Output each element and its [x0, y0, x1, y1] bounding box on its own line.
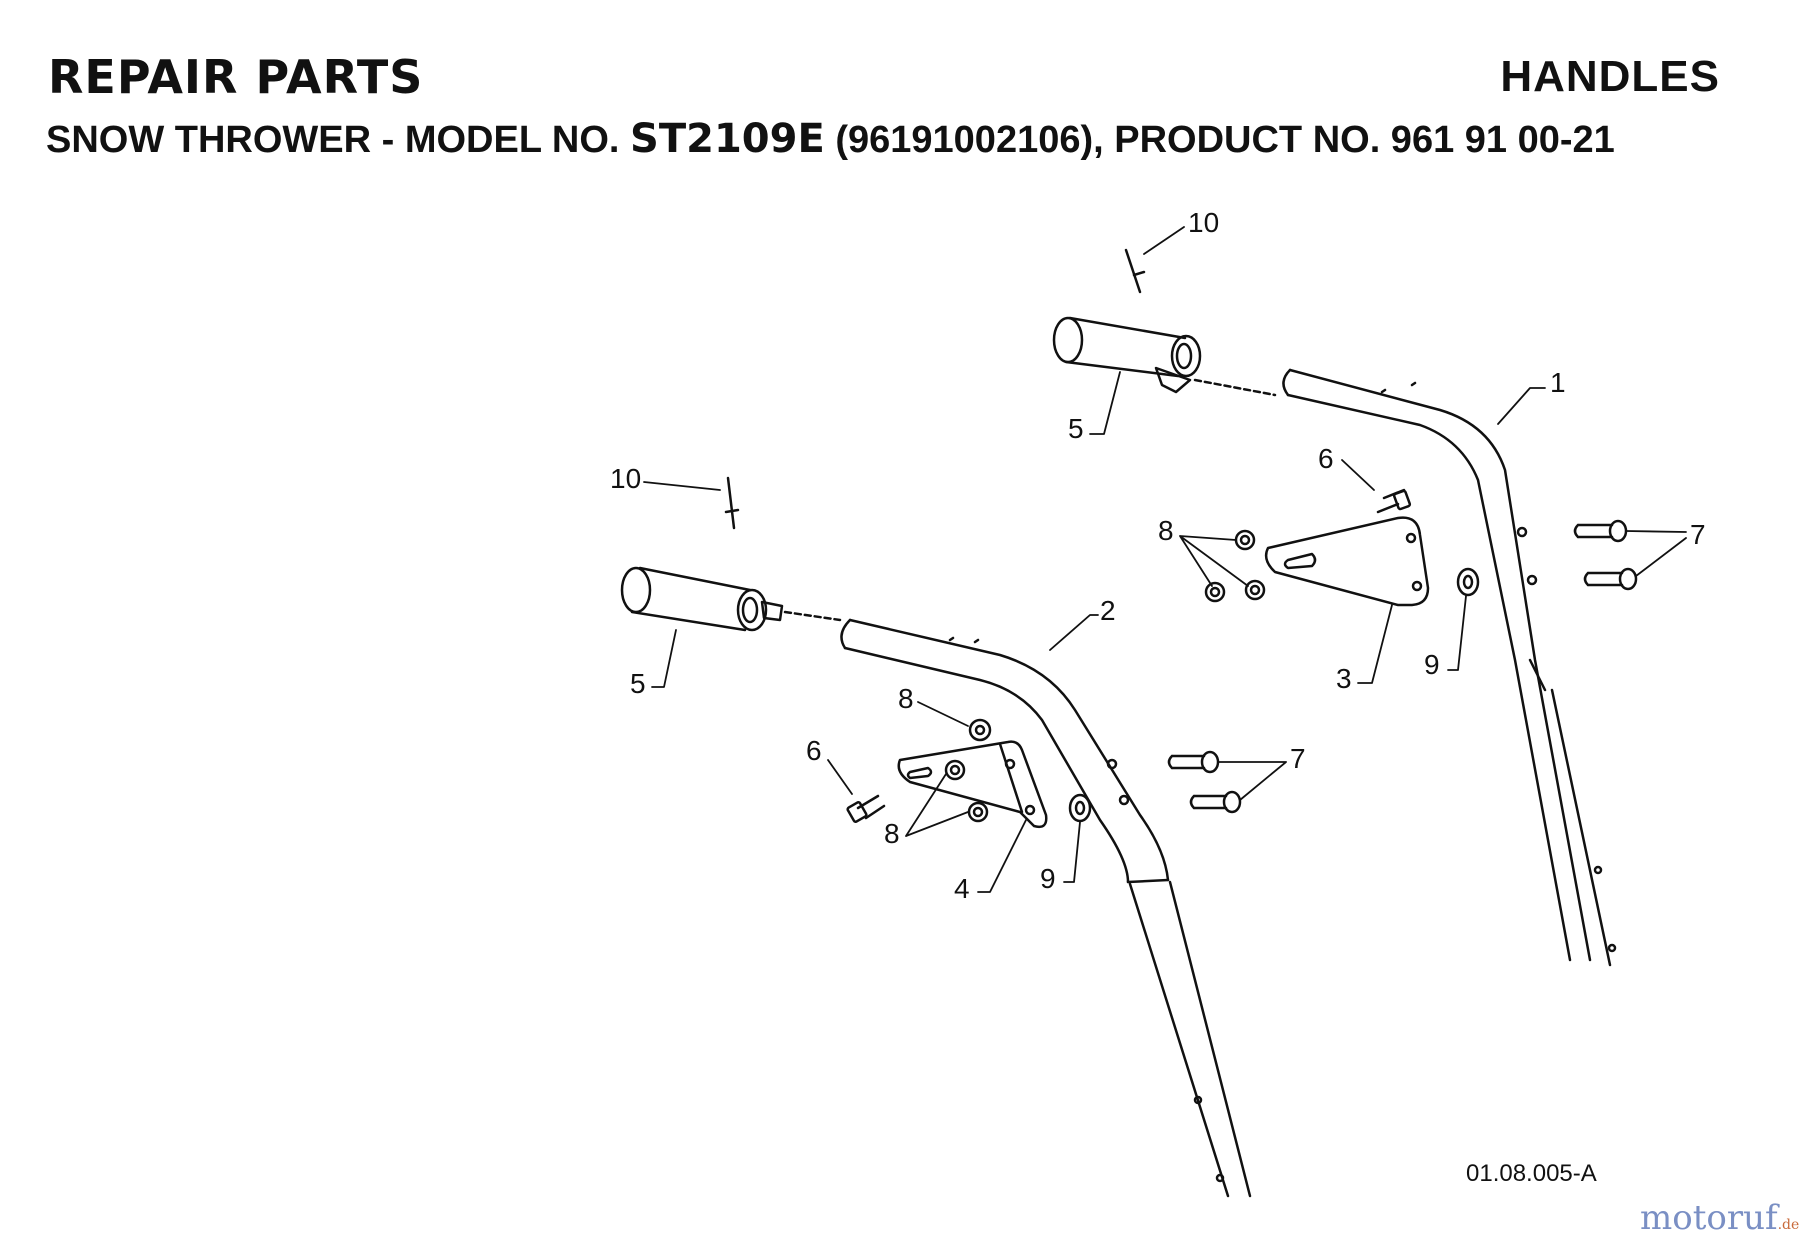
bolt-6-right [1376, 488, 1412, 514]
callout-8-left-bottom: 8 [884, 818, 900, 849]
bracket-right [1264, 516, 1430, 607]
callout-5-left: 5 [630, 668, 646, 699]
upper-handle-left [840, 618, 1252, 1198]
watermark-main: motoruf [1640, 1198, 1778, 1238]
handle-grip-left [620, 566, 842, 632]
subtitle-suffix: (96191002106), PRODUCT NO. 961 91 00-21 [824, 119, 1615, 161]
model-number: ST2109E [630, 116, 825, 162]
page-title: REPAIR PARTS [48, 50, 424, 104]
subtitle: SNOW THROWER - MODEL NO. ST2109E (961910… [46, 116, 1615, 162]
bracket-left [897, 740, 1048, 829]
callout-8-right: 8 [1158, 515, 1174, 546]
upper-handle-right [1282, 368, 1617, 967]
callout-1: 1 [1550, 367, 1566, 398]
callout-labels: 10 5 1 6 8 3 9 7 10 5 2 8 6 8 4 9 7 [610, 207, 1706, 904]
watermark-logo: motoruf.de [1640, 1198, 1799, 1238]
callout-5-right: 5 [1068, 413, 1084, 444]
callout-6-right: 6 [1318, 443, 1334, 474]
callout-8-left-top: 8 [898, 683, 914, 714]
nuts-8-right [1204, 529, 1266, 603]
callout-3: 3 [1336, 663, 1352, 694]
callout-7-left: 7 [1290, 743, 1306, 774]
lock-pin-left [724, 476, 740, 530]
callout-10-left: 10 [610, 463, 641, 494]
callout-9-right: 9 [1424, 649, 1440, 680]
callout-9-left: 9 [1040, 863, 1056, 894]
lock-pin-right [1124, 248, 1146, 294]
bolt-6-left [846, 794, 886, 823]
callout-6-left: 6 [806, 735, 822, 766]
section-title: HANDLES [1500, 52, 1720, 101]
callout-4: 4 [954, 873, 970, 904]
subtitle-prefix: SNOW THROWER - MODEL NO. [46, 119, 631, 161]
nuts-8-left [944, 718, 992, 823]
bolts-7-left [1167, 750, 1242, 814]
washer-9-left [1068, 793, 1092, 823]
handle-grip-right [1052, 316, 1277, 397]
callout-7-right: 7 [1690, 519, 1706, 550]
callout-10-right: 10 [1188, 207, 1219, 238]
callout-2: 2 [1100, 595, 1116, 626]
drawing-code: 01.08.005-A [1466, 1160, 1597, 1187]
watermark-suffix: .de [1777, 1217, 1800, 1233]
leader-lines [643, 226, 1687, 893]
washer-9-right [1456, 567, 1480, 597]
